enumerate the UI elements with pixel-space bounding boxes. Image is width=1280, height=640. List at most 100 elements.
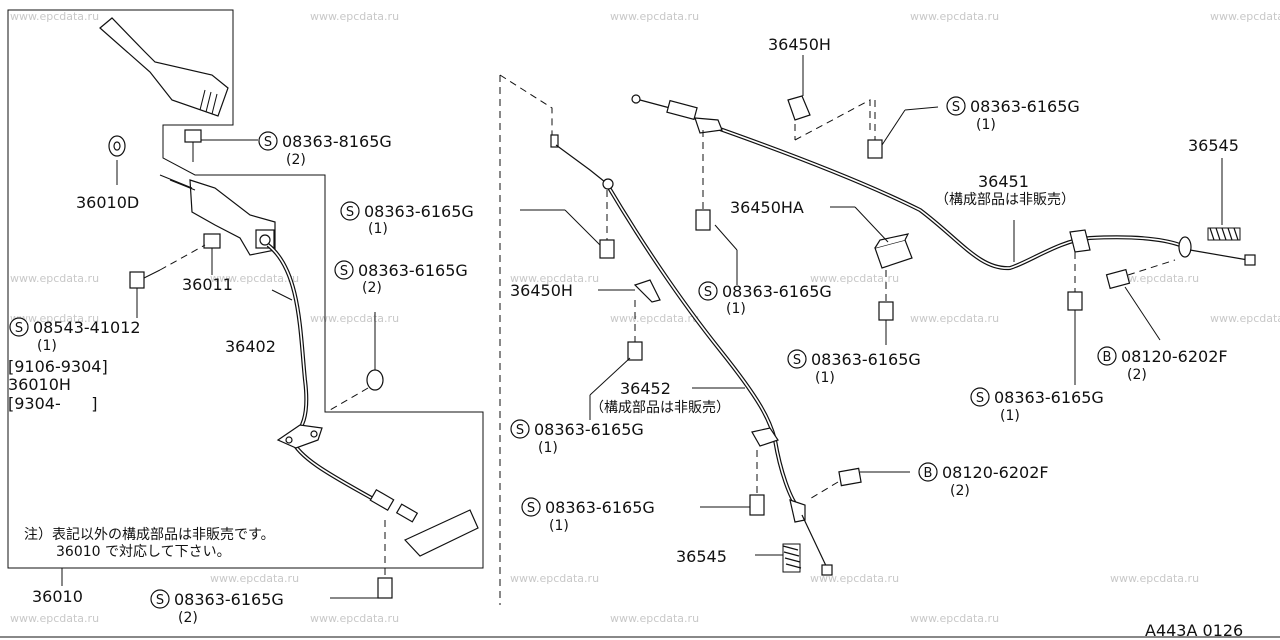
fastener-callout: S 08363-6165G (1) [787, 349, 921, 386]
watermark: www.epcdata.ru [510, 572, 599, 585]
watermark: www.epcdata.ru [210, 272, 299, 285]
spring-36545-top [1207, 158, 1241, 241]
bolt-f8 [878, 270, 894, 345]
fastener-prefix: S [340, 264, 348, 279]
fastener-callout: S 08363-6165G (1) [970, 387, 1104, 424]
label-36450ha: 36450HA [730, 198, 804, 217]
label-36452: 36452 [620, 379, 671, 398]
fastener-prefix: S [156, 593, 164, 608]
fastener-code: 08363-6165G [534, 420, 644, 439]
fastener-prefix: S [527, 501, 535, 516]
fastener-code: 08120-6202F [942, 463, 1049, 482]
watermark: www.epcdata.ru [810, 272, 899, 285]
bolt-f2 [520, 190, 615, 259]
label-36452-note: （構成部品は非販売） [590, 400, 730, 416]
fastener-callout: S 08363-6165G (2) [150, 589, 284, 626]
fastener-prefix: S [976, 391, 984, 406]
fastener-code: 08363-8165G [282, 132, 392, 151]
fastener-code: 08363-6165G [358, 261, 468, 280]
fastener-qty: (2) [286, 152, 306, 168]
watermark: www.epcdata.ru [1210, 10, 1280, 23]
fastener-prefix: S [516, 423, 524, 438]
fastener-qty: (1) [37, 338, 57, 354]
fastener-callout: S 08363-8165G (2) [258, 131, 392, 168]
watermark: www.epcdata.ru [1110, 272, 1199, 285]
note-line-1: 注）表記以外の構成部品は非販売です。 [24, 526, 275, 543]
watermark: www.epcdata.ru [910, 312, 999, 325]
fastener-prefix: S [264, 135, 272, 150]
label-36011: 36011 [182, 275, 233, 294]
fastener-callout: S 08363-6165G (1) [340, 201, 474, 237]
bolt-f11 [807, 467, 910, 501]
fastener-callout: B 08120-6202F (2) [1097, 346, 1228, 383]
label-36010: 36010 [32, 587, 83, 606]
watermark: www.epcdata.ru [1110, 572, 1199, 585]
assembly-frame [7, 9, 484, 569]
label-range2: [9304- ] [8, 394, 98, 413]
fastener-callout: S 08363-6165G (1) [521, 497, 655, 534]
fastener-qty: (2) [362, 280, 382, 296]
label-36450h-mid: 36450H [510, 281, 573, 300]
bracket-36450ha [830, 206, 913, 269]
bolt-f1 [184, 129, 258, 162]
fastener-callout: S 08363-6165G (1) [946, 96, 1080, 133]
clip-36450h-mid [598, 279, 661, 303]
drawing-code: A443A 0126 [1145, 621, 1243, 640]
fastener-qty: (1) [538, 440, 558, 456]
fastener-callout: S 08363-6165G (2) [334, 260, 468, 296]
fastener-code: 08363-6165G [994, 388, 1104, 407]
fastener-code: 08363-6165G [545, 498, 655, 517]
fastener-prefix: B [924, 466, 933, 481]
fastener-prefix: S [952, 100, 960, 115]
fastener-qty: (1) [815, 370, 835, 386]
watermark: www.epcdata.ru [310, 612, 399, 625]
bolt-f3 [329, 312, 384, 411]
watermark: www.epcdata.ru [310, 312, 399, 325]
fastener-qty: (1) [976, 117, 996, 133]
washer-36010d [108, 135, 126, 185]
fastener-callout: S 08363-6165G (1) [510, 419, 644, 456]
fastener-prefix: S [15, 321, 23, 336]
bolt-f6 [695, 130, 738, 285]
label-36545-top: 36545 [1188, 136, 1239, 155]
bolt-f10 [700, 450, 765, 516]
fastener-callout: S 08543-41012 (1) [9, 317, 141, 354]
watermark: www.epcdata.ru [10, 272, 99, 285]
watermark: www.epcdata.ru [910, 10, 999, 23]
label-36545-bottom: 36545 [676, 547, 727, 566]
fastener-code: 08120-6202F [1121, 347, 1228, 366]
label-36402: 36402 [225, 337, 276, 356]
bolt-f7 [589, 300, 643, 420]
fastener-prefix: B [1103, 350, 1112, 365]
label-36451: 36451 [978, 172, 1029, 191]
cable-36452 [550, 134, 833, 576]
lever-handle [99, 17, 229, 117]
bolt-f12 [1105, 259, 1176, 341]
watermark: www.epcdata.ru [10, 10, 99, 23]
bolt-f13 [330, 520, 393, 599]
watermark: www.epcdata.ru [510, 272, 599, 285]
fastener-qty: (1) [726, 301, 746, 317]
fastener-qty: (1) [1000, 408, 1020, 424]
fastener-code: 08363-6165G [174, 590, 284, 609]
watermark: www.epcdata.ru [1210, 312, 1280, 325]
clip-36011 [203, 233, 221, 275]
bolt-f5 [867, 100, 939, 159]
label-range1: [9106-9304] [8, 357, 108, 376]
label-36451-note: （構成部品は非販売） [935, 192, 1075, 208]
fastener-code: 08363-6165G [722, 282, 832, 301]
label-36450h-top: 36450H [768, 35, 831, 54]
fastener-code: 08543-41012 [33, 318, 141, 337]
fastener-qty: (1) [549, 518, 569, 534]
bolt-f4 [129, 244, 206, 318]
fastener-prefix: S [704, 285, 712, 300]
fastener-qty: (2) [178, 610, 198, 626]
watermarks: www.epcdata.ru www.epcdata.ru www.epcdat… [10, 10, 1280, 625]
clip-36450h-top [787, 55, 811, 121]
fastener-callout: B 08120-6202F (2) [918, 462, 1049, 499]
bolt-f9 [1067, 252, 1083, 385]
fastener-prefix: S [793, 353, 801, 368]
fastener-code: 08363-6165G [970, 97, 1080, 116]
watermark: www.epcdata.ru [310, 10, 399, 23]
